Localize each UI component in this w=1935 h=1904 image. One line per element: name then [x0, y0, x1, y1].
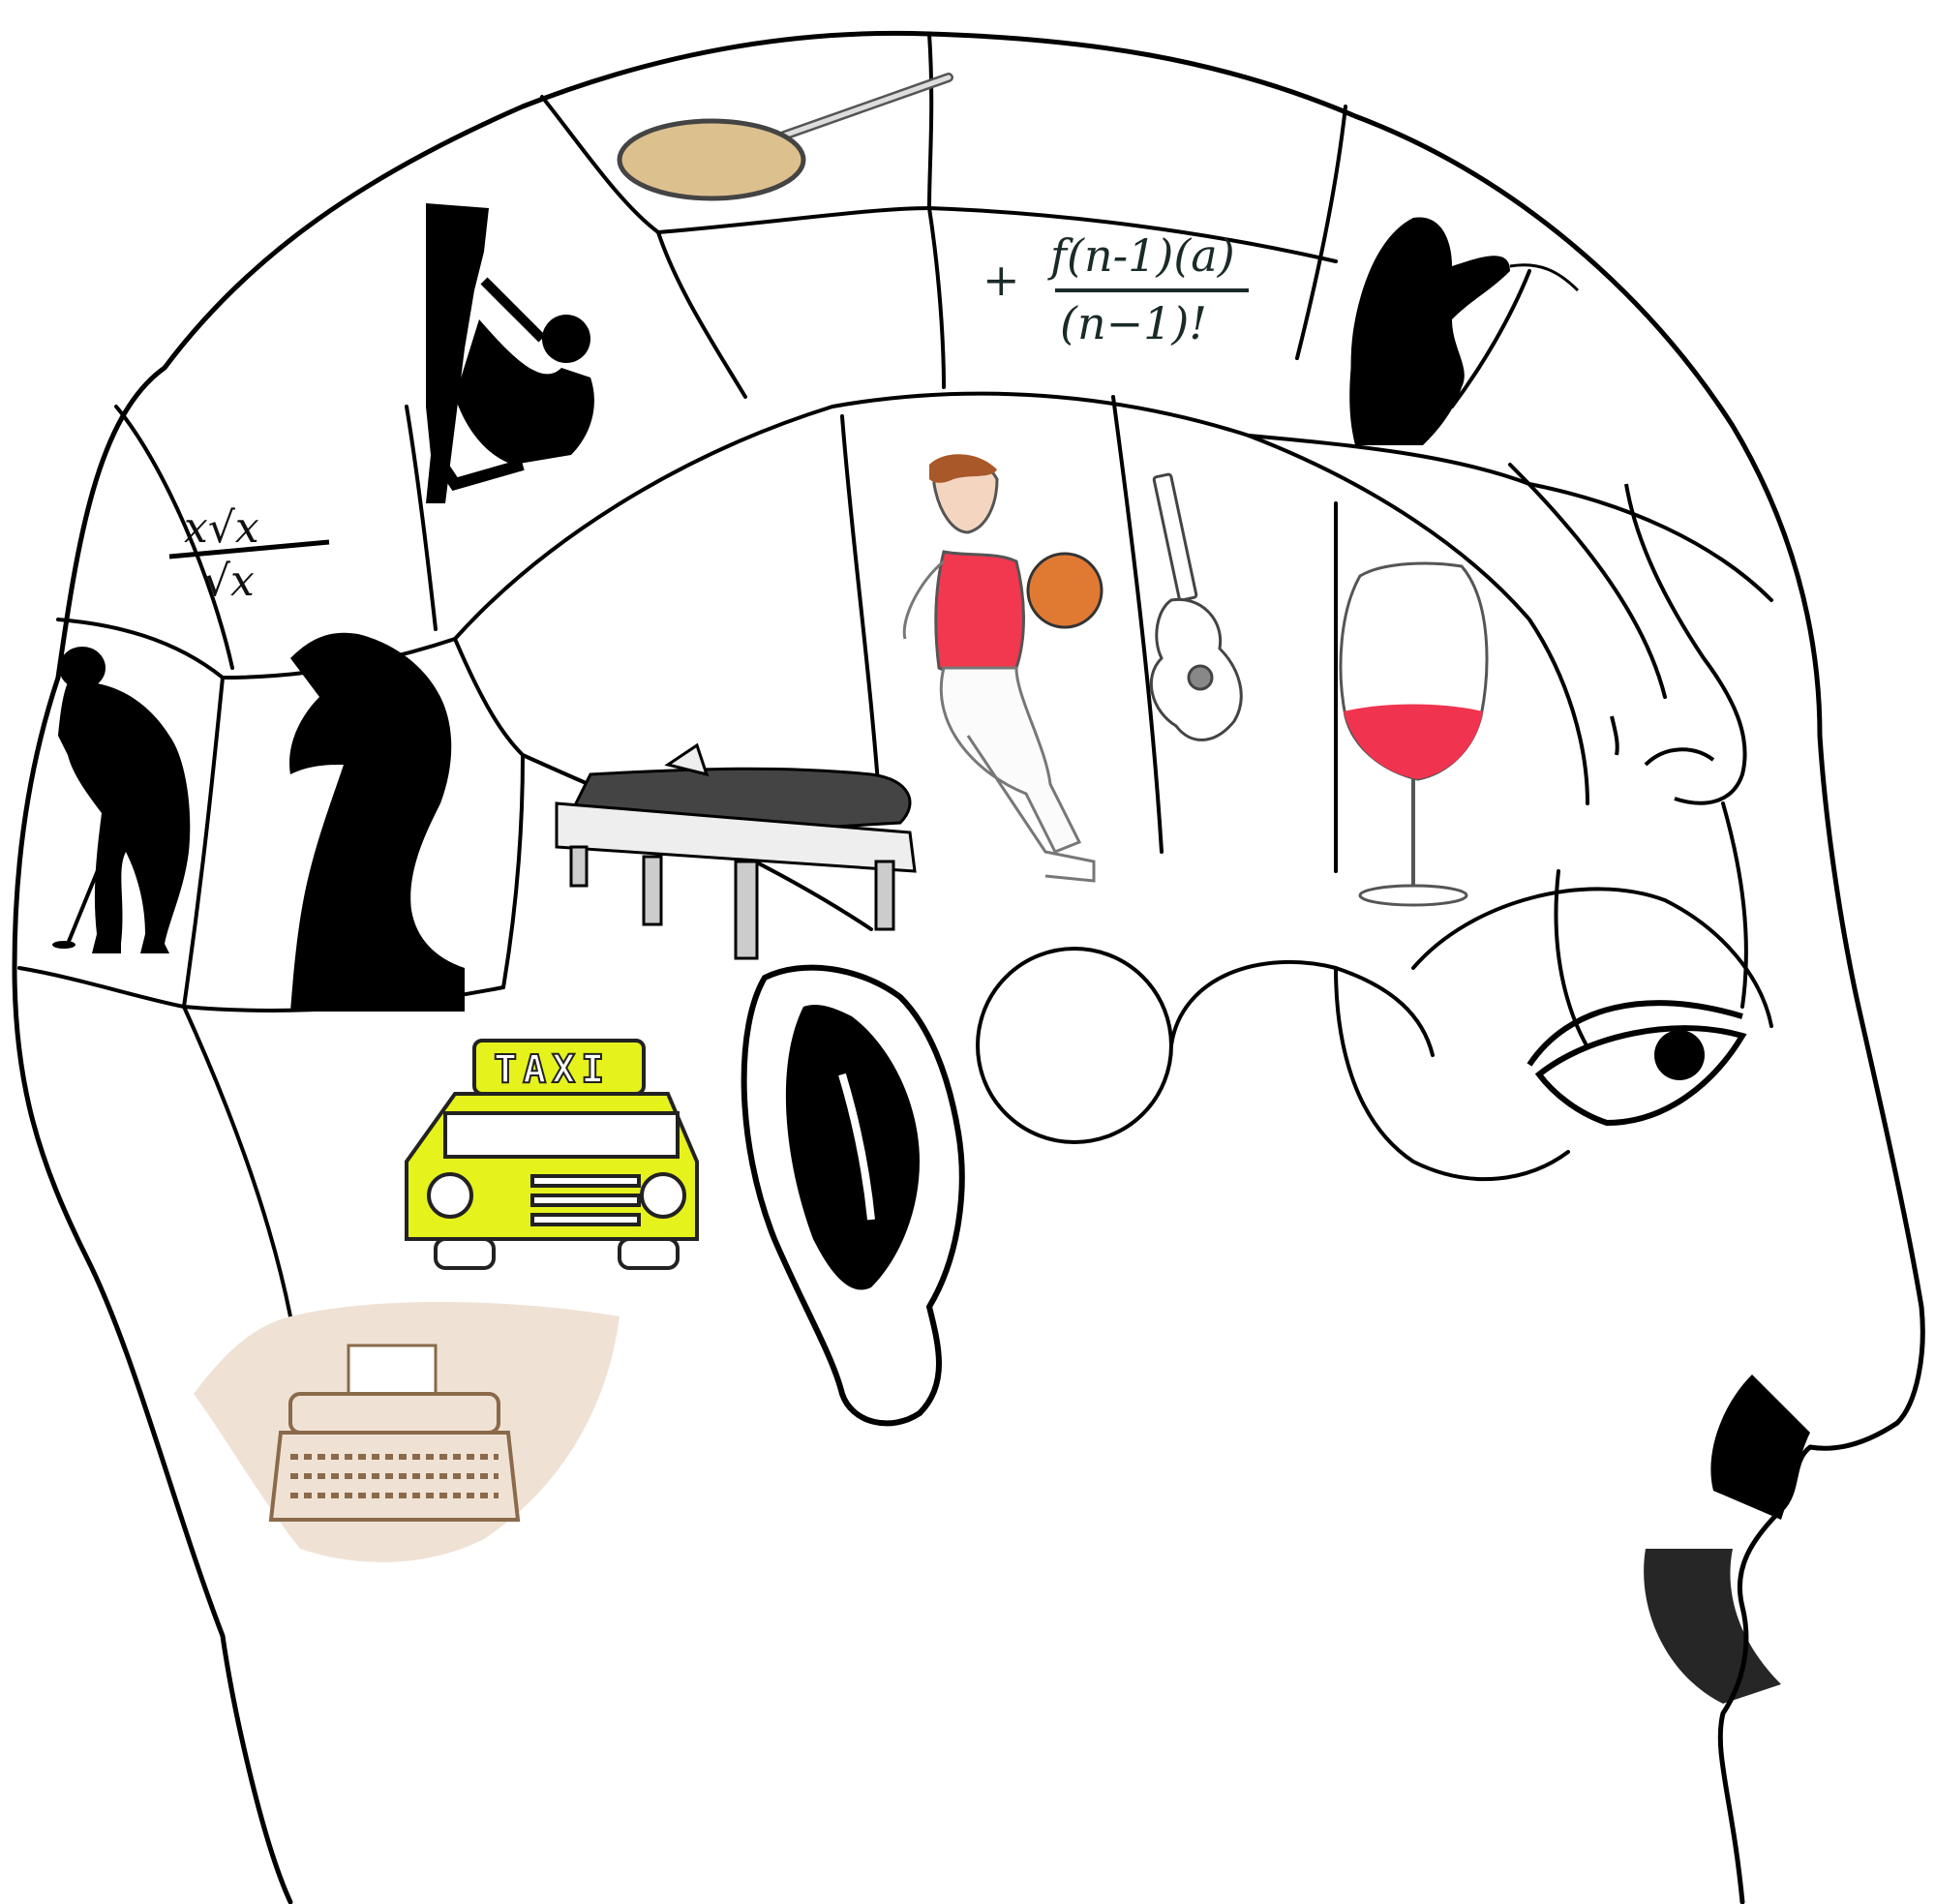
taylor-denominator: (n−1)!	[1060, 297, 1207, 349]
frying-pan-icon	[617, 73, 953, 201]
typewriter-icon	[194, 1302, 620, 1562]
ear-icon	[741, 964, 965, 1427]
rock-climber-icon	[426, 203, 594, 503]
basketball-player-icon	[902, 454, 1104, 883]
chess-knight-icon	[289, 632, 465, 1012]
guitar-icon	[1149, 472, 1243, 741]
root-formula-top: x√x	[184, 503, 259, 553]
taylor-formula-icon: + f(n-1)(a) (n−1)!	[983, 229, 1249, 349]
head-outline	[12, 30, 1925, 1904]
brain-region-grid	[17, 32, 1773, 1318]
taylor-numerator: f(n-1)(a)	[1047, 229, 1235, 282]
taylor-prefix: +	[983, 254, 1020, 306]
golfer-icon	[52, 647, 191, 953]
grand-piano-icon	[555, 742, 917, 960]
root-formula-bottom: √x	[203, 557, 255, 606]
nose-icon	[1610, 483, 1747, 805]
mouth-and-chin	[1644, 1375, 1810, 1704]
wine-glass-icon	[1339, 561, 1489, 907]
taxi-sign-label: TAXI	[494, 1047, 610, 1092]
taxi-icon: TAXI	[405, 1039, 699, 1270]
root-formula-icon: x√x √x	[168, 503, 330, 606]
eye-icon	[1527, 1000, 1747, 1127]
singer-icon	[1349, 217, 1580, 445]
